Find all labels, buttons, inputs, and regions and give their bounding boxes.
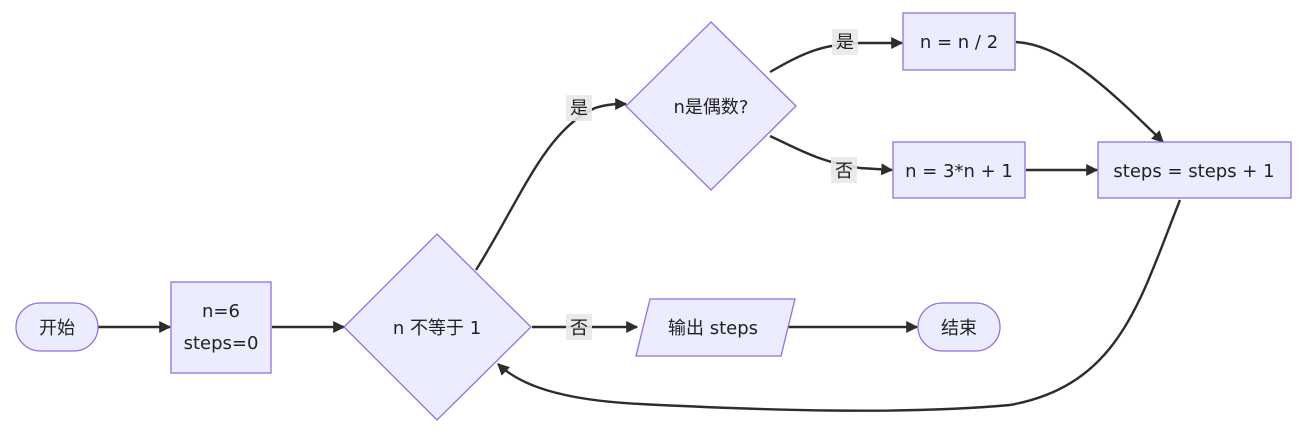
init-node-shape [170, 281, 272, 374]
halve-node-label: n = n / 2 [920, 32, 998, 53]
edge-label-text: 否 [570, 318, 588, 339]
init-node-label-line1: n=6 [202, 301, 240, 322]
edge-label-bg [831, 157, 857, 183]
loop-condition-label: n 不等于 1 [393, 318, 481, 339]
edge-increment-back-to-condition [497, 199, 1182, 412]
edge-label-bg [566, 314, 592, 340]
output-node-parallelogram [635, 298, 796, 357]
node-end[interactable]: 结束 [917, 302, 1001, 352]
output-node-label: 输出 steps [668, 318, 758, 339]
edge-labels: 是 是 否 否 [566, 29, 858, 340]
edge-label-bg [566, 95, 592, 121]
init-node-label-line2: steps=0 [184, 333, 259, 354]
increment-node-label: steps = steps + 1 [1113, 161, 1274, 182]
edge-label-condition-yes: 是 [566, 95, 592, 121]
even-check-diamond [625, 21, 797, 191]
start-node-label: 开始 [39, 318, 75, 339]
nodes: 开始 n=6 steps=0 n 不等于 1 n是偶数? n = n / 2 n… [15, 12, 1292, 421]
increment-node-shape [1097, 141, 1292, 199]
start-node-shape [15, 302, 99, 352]
edge-label-text: 是 [836, 32, 854, 53]
node-start[interactable]: 开始 [15, 302, 99, 352]
node-loop-condition[interactable]: n 不等于 1 [343, 233, 532, 421]
edge-label-text: 否 [835, 161, 853, 182]
edge-even-no-to-triple [769, 134, 894, 176]
edge-label-text: 是 [570, 98, 588, 119]
end-node-shape [917, 302, 1001, 352]
triple-node-shape [892, 141, 1026, 199]
node-even-check[interactable]: n是偶数? [625, 21, 797, 191]
loop-condition-diamond [343, 233, 532, 421]
edge-label-even-no: 否 [831, 157, 857, 183]
end-node-label: 结束 [941, 318, 977, 339]
node-increment[interactable]: steps = steps + 1 [1097, 141, 1292, 199]
node-output[interactable]: 输出 steps [635, 298, 796, 357]
edge-label-condition-no: 否 [566, 314, 592, 340]
node-halve[interactable]: n = n / 2 [902, 12, 1016, 71]
node-triple[interactable]: n = 3*n + 1 [892, 141, 1026, 199]
triple-node-label: n = 3*n + 1 [905, 161, 1013, 182]
edge-condition-yes-to-even-check [474, 98, 628, 271]
halve-node-shape [902, 12, 1016, 71]
edge-label-even-yes: 是 [832, 29, 858, 55]
edges [98, 37, 1182, 412]
edge-halve-to-increment [1015, 40, 1164, 143]
node-init[interactable]: n=6 steps=0 [170, 281, 272, 374]
even-check-label: n是偶数? [674, 97, 749, 118]
edge-label-bg [832, 29, 858, 55]
